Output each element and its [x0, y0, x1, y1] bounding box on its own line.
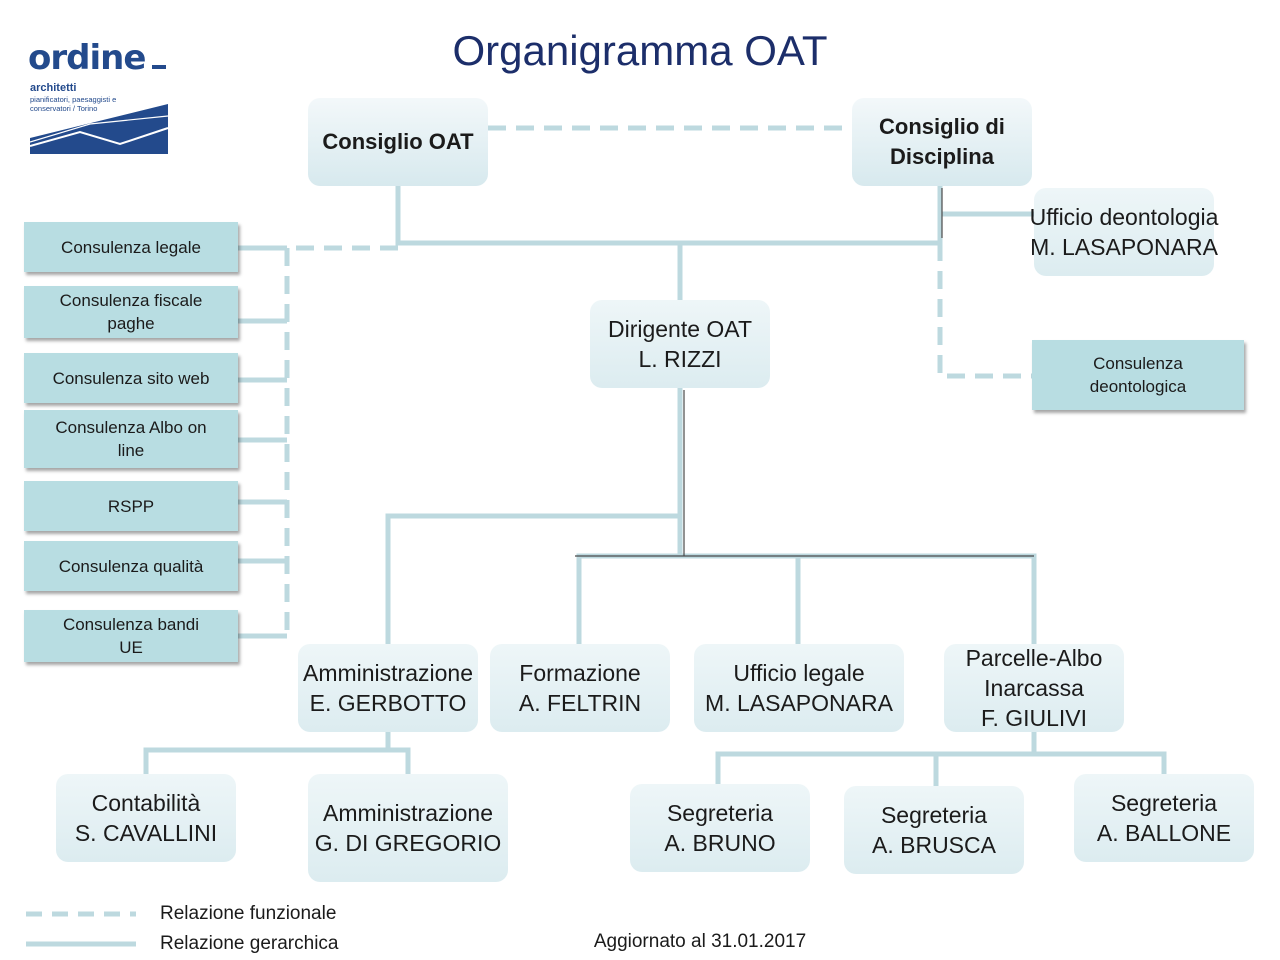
node-consiglio-oat: Consiglio OAT — [308, 98, 488, 186]
node-segreteria-brusca: Segreteria A. BRUSCA — [844, 786, 1024, 874]
node-line: G. DI GREGORIO — [314, 830, 502, 856]
node-consulenza-deontologica: Consulenza deontologica — [1032, 340, 1244, 410]
node-line: Amministrazione — [303, 660, 473, 686]
node-line: Inarcassa — [984, 675, 1084, 701]
node-line: M. LASAPONARA — [1030, 234, 1218, 260]
node-segreteria-bruno: Segreteria A. BRUNO — [630, 784, 810, 872]
node-line: Consulenza Albo on — [55, 418, 207, 437]
legend-functional-label: Relazione funzionale — [160, 903, 337, 924]
functional-link-consulenza-deontologica — [937, 243, 1032, 379]
node-line: Segreteria — [1110, 790, 1218, 816]
node-consulenza-fiscale: Consulenza fiscale paghe — [24, 286, 238, 338]
node-line: paghe — [107, 314, 155, 333]
hier-link-segreteria-bruno — [715, 732, 1037, 784]
node-line: A. BRUSCA — [872, 832, 996, 858]
node-line: RSPP — [107, 496, 155, 516]
node-line: Parcelle-Albo — [965, 645, 1103, 671]
node-line: Consiglio di — [879, 114, 1005, 139]
node-consulenza-albo: Consulenza Albo on line — [24, 410, 238, 468]
hier-link-consiglio-bus — [395, 186, 940, 246]
node-consulenza-bandi-ue: Consulenza bandi UE — [24, 610, 238, 662]
node-line: Consulenza sito web — [52, 368, 210, 388]
hier-link-amministrazione2 — [388, 747, 411, 774]
node-line: Consulenza qualità — [58, 556, 204, 576]
legend-functional-line — [26, 911, 136, 917]
node-line: Amministrazione — [323, 800, 493, 826]
node-line: Ufficio deontologia — [1029, 204, 1219, 230]
node-line: Consulenza — [1093, 354, 1183, 373]
node-line: line — [117, 441, 145, 460]
node-line: Dirigente OAT — [607, 316, 752, 342]
node-line: A. BALLONE — [1096, 820, 1232, 846]
node-line: F. GIULIVI — [980, 705, 1088, 731]
node-formazione: Formazione A. FELTRIN — [490, 644, 670, 732]
hier-link-amministrazione — [385, 513, 680, 644]
node-line: Consulenza legale — [61, 237, 201, 257]
node-line: A. FELTRIN — [518, 690, 642, 716]
node-line: Segreteria — [880, 802, 988, 828]
logo-dash — [152, 65, 166, 69]
node-line: Contabilità — [91, 790, 201, 816]
node-consulenza-legale: Consulenza legale — [24, 222, 238, 272]
logo-roof-icon — [30, 104, 169, 154]
node-parcelle-albo: Parcelle-Albo Inarcassa F. GIULIVI — [944, 644, 1124, 732]
node-line: deontologica — [1089, 377, 1187, 396]
node-ufficio-legale: Ufficio legale M. LASAPONARA — [694, 644, 904, 732]
node-consulenza-sito-web: Consulenza sito web — [24, 353, 238, 403]
node-line: Consiglio OAT — [322, 129, 474, 154]
node-line: S. CAVALLINI — [74, 820, 218, 846]
node-line: UE — [119, 638, 143, 657]
node-ufficio-deontologia: Ufficio deontologia M. LASAPONARA — [1030, 188, 1218, 276]
node-line: Ufficio legale — [733, 660, 865, 686]
logo-brand: ordine — [28, 38, 146, 78]
hier-link-units-bus — [576, 553, 1037, 644]
node-line: A. BRUNO — [664, 830, 776, 856]
node-segreteria-ballone: Segreteria A. BALLONE — [1074, 774, 1254, 862]
ordine-architetti-logo: ordine architetti pianificatori, paesagg… — [28, 38, 178, 158]
node-line: L. RIZZI — [638, 346, 722, 372]
legend-hierarchical-label: Relazione gerarchica — [160, 933, 339, 954]
node-line: Disciplina — [890, 144, 994, 169]
logo-subtitle: architetti — [30, 82, 77, 94]
legend-hierarchical-line — [26, 941, 136, 947]
node-line: Consulenza bandi — [62, 615, 200, 634]
node-line: Formazione — [519, 660, 641, 686]
page-title: Organigramma OAT — [452, 27, 828, 74]
updated-date: Aggiornato al 31.01.2017 — [593, 931, 807, 952]
logo-subtitle-small: pianificatori, paesaggisti e conservator… — [30, 95, 117, 113]
node-line: M. LASAPONARA — [705, 690, 893, 716]
node-amministrazione-di-gregorio: Amministrazione G. DI GREGORIO — [308, 774, 508, 882]
node-consiglio-disciplina: Consiglio di Disciplina — [852, 98, 1032, 186]
node-amministrazione: Amministrazione E. GERBOTTO — [298, 644, 478, 732]
node-line: Consulenza fiscale — [59, 291, 203, 310]
node-contabilita: Contabilità S. CAVALLINI — [56, 774, 236, 862]
node-line: E. GERBOTTO — [309, 690, 467, 716]
hier-link-segreteria-ballone — [1034, 751, 1167, 774]
hier-link-contabilita — [143, 732, 391, 774]
node-line: Segreteria — [666, 800, 774, 826]
node-consulenza-qualita: Consulenza qualità — [24, 541, 238, 591]
node-rspp: RSPP — [24, 481, 238, 531]
node-dirigente: Dirigente OAT L. RIZZI — [590, 300, 770, 388]
